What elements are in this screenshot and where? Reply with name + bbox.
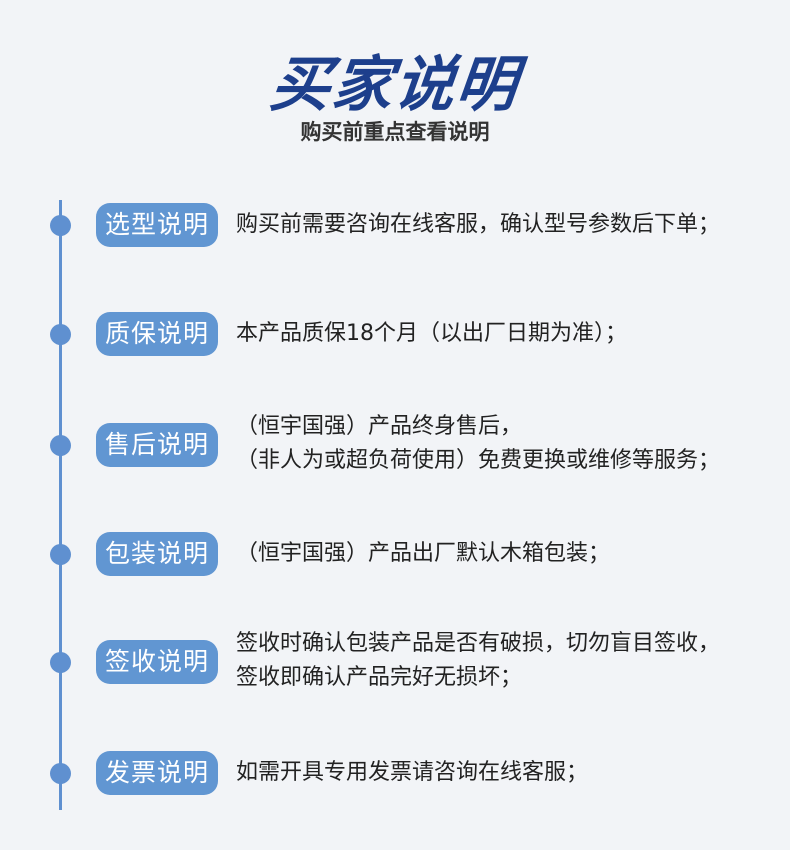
desc-line: 签收即确认产品完好无损坏； — [236, 665, 523, 690]
timeline-dot — [50, 435, 71, 456]
timeline-line — [59, 200, 62, 810]
desc-selection: 购买前需要咨询在线客服，确认型号参数后下单； — [236, 208, 784, 242]
timeline-dot — [50, 652, 71, 673]
desc-line: （恒宇国强）产品出厂默认木箱包装； — [236, 541, 611, 566]
desc-line: （恒宇国强）产品终身售后， — [236, 414, 523, 439]
badge-signoff: 签收说明 — [96, 640, 218, 684]
badge-packaging: 包装说明 — [96, 532, 218, 576]
desc-line: 购买前需要咨询在线客服，确认型号参数后下单； — [236, 212, 721, 237]
desc-warranty: 本产品质保18个月（以出厂日期为准）； — [236, 317, 784, 351]
badge-aftersales: 售后说明 — [96, 423, 218, 467]
page-subtitle: 购买前重点查看说明 — [300, 120, 490, 144]
timeline-dot — [50, 215, 71, 236]
badge-invoice: 发票说明 — [96, 751, 218, 795]
timeline-dot — [50, 324, 71, 345]
desc-line: 签收时确认包装产品是否有破损，切勿盲目签收， — [236, 631, 721, 656]
timeline-dot — [50, 544, 71, 565]
badge-warranty: 质保说明 — [96, 312, 218, 356]
desc-line: （非人为或超负荷使用）免费更换或维修等服务； — [236, 448, 721, 473]
desc-signoff: 签收时确认包装产品是否有破损，切勿盲目签收， 签收即确认产品完好无损坏； — [236, 627, 784, 695]
desc-line: 本产品质保18个月（以出厂日期为准）； — [236, 321, 627, 346]
desc-line: 如需开具专用发票请咨询在线客服； — [236, 760, 589, 785]
timeline-dot — [50, 763, 71, 784]
desc-invoice: 如需开具专用发票请咨询在线客服； — [236, 756, 784, 790]
desc-packaging: （恒宇国强）产品出厂默认木箱包装； — [236, 537, 784, 571]
page-title: 买家说明 — [266, 50, 523, 120]
desc-aftersales: （恒宇国强）产品终身售后， （非人为或超负荷使用）免费更换或维修等服务； — [236, 410, 784, 478]
badge-selection: 选型说明 — [96, 203, 218, 247]
